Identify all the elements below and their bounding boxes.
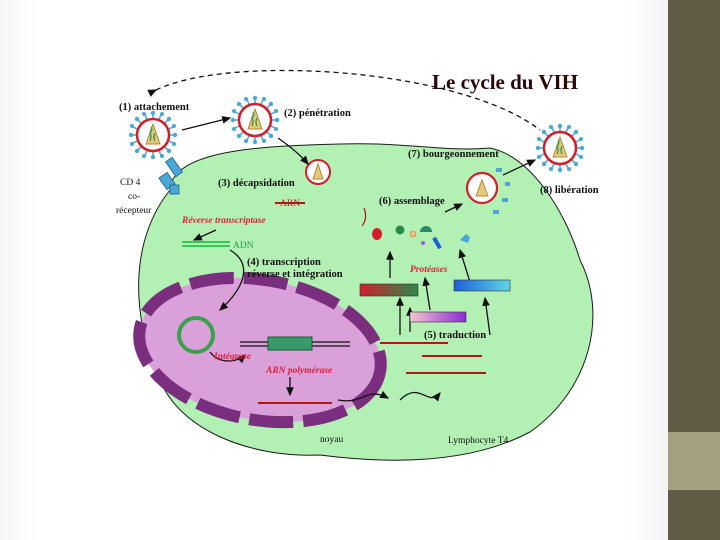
- reverse-transcriptase-label: Réverse transcriptase: [181, 216, 266, 226]
- nuclear-envelope: [133, 271, 387, 429]
- integrated-dna: [240, 336, 350, 351]
- integrase-label: Intégrase: [213, 352, 252, 362]
- step-6-assemblage: (6) assemblage: [379, 196, 445, 207]
- arrow-export-2: [399, 391, 441, 402]
- cycle-dashed-path: [147, 69, 541, 131]
- virus-liberation: [534, 122, 586, 174]
- arrow-assembly-bud: [444, 203, 464, 213]
- dna-strand-cyto: [182, 241, 230, 247]
- budding-virus: [465, 168, 510, 214]
- step-4-transcription: (4) transcription: [247, 257, 321, 268]
- protein-bar-blue: [453, 279, 511, 292]
- arrow-translate-2: [482, 296, 491, 336]
- step-3-decapsidation: (3) décapsidation: [218, 178, 295, 189]
- adn-label: ADN: [233, 241, 254, 251]
- lymphocyte-label: Lymphocyte T4: [448, 436, 508, 446]
- protein-bar-red-green: [359, 283, 419, 297]
- arrow-up-4: [458, 248, 471, 283]
- arn-polymerase-label: ARN polymérase: [265, 366, 333, 376]
- step-1-attachement: (1) attachement: [119, 102, 190, 113]
- virus-penetration: [229, 94, 281, 146]
- nucleus: [139, 277, 381, 423]
- rna-strands-cytoplasm: [380, 342, 486, 374]
- arrow-bud-release: [502, 159, 537, 176]
- cd4-receptor: [158, 156, 183, 195]
- virus-attachment: [127, 109, 179, 161]
- noyau-label: noyau: [320, 435, 343, 445]
- side-strip-accent: [668, 432, 720, 490]
- uncoated-virus: [305, 159, 331, 185]
- protein-bar-pink-purple: [409, 311, 467, 323]
- cd4-label: CD 4: [120, 178, 141, 188]
- diagram-title: Le cycle du VIH: [432, 70, 578, 94]
- step-5-traduction: (5) traduction: [424, 330, 486, 341]
- arrow-export: [337, 390, 390, 402]
- arn-label: ARN: [280, 199, 300, 209]
- assembly-fragments: [361, 207, 470, 250]
- coreceptor-label-2: récepteur: [116, 206, 152, 216]
- arrow-integrase: [209, 351, 246, 364]
- step-8-liberation: (8) libération: [540, 185, 599, 196]
- step-4-transcription-2: réverse et intégration: [247, 269, 343, 280]
- arrow-attach-penetrate: [181, 116, 232, 131]
- proviral-dna-circle: [177, 316, 215, 354]
- arrow-rt: [192, 229, 217, 241]
- step-7-bourgeonnement: (7) bourgeonnement: [408, 149, 499, 160]
- step-2-penetration: (2) pénétration: [284, 108, 351, 119]
- proteases-label: Protéases: [410, 265, 448, 275]
- arrow-penetrate-uncoat: [277, 137, 309, 165]
- arrow-into-nucleus: [219, 249, 245, 311]
- hiv-cycle-diagram: Le cycle du VIH: [110, 60, 620, 470]
- coreceptor-label-1: co-: [128, 192, 140, 202]
- arrow-up-3: [422, 276, 431, 311]
